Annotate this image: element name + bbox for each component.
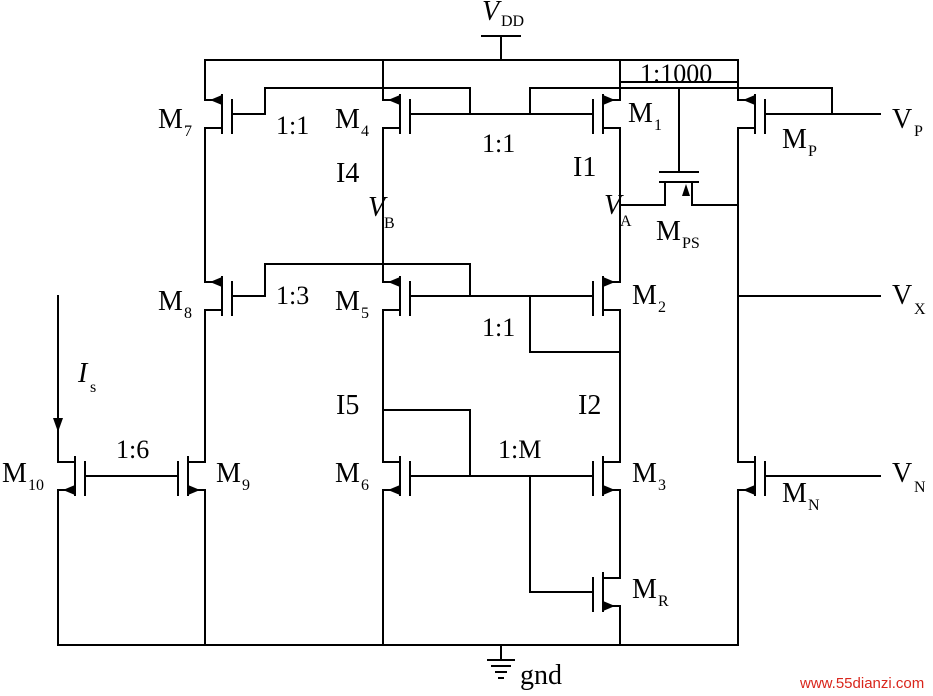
vdd-sub: DD [501,13,524,30]
column-wires [57,59,739,646]
node-vx-sub: X [914,301,926,318]
ratio-m5-m2: 1:1 [482,313,515,342]
transistor-mn [737,456,766,496]
m8-label: M [158,286,183,317]
transistor-m9 [177,456,206,496]
watermark: www.55dianzi.com [799,675,924,692]
transistor-m2 [592,276,621,316]
mps-label: M [656,216,681,247]
current-i2: I2 [578,390,601,421]
ratio-m1-mp: 1:1000 [640,59,712,88]
transistor-m3 [592,456,621,496]
ratio-m7-m4: 1:1 [276,111,309,140]
m1-sub: 1 [654,117,662,134]
node-vb: V [368,192,388,223]
vdd-supply [204,35,739,83]
node-vb-sub: B [384,215,395,232]
node-va: V [604,190,624,221]
node-vx: V [892,280,912,311]
transistor-mr [592,572,621,612]
vdd-label: V [482,0,502,27]
ratio-m6-m3: 1:M [498,435,541,464]
gate-wires [53,87,881,593]
transistor-m4 [382,94,411,134]
mps-sub: PS [682,235,700,252]
ground-rail [57,644,739,679]
m9-label: M [216,458,241,489]
ratio-m10-m9: 1:6 [116,435,149,464]
m6-label: M [335,458,360,489]
transistor-mps [619,87,739,206]
m4-sub: 4 [361,123,369,140]
m10-label: M [2,458,27,489]
m7-sub: 7 [184,123,192,140]
current-i5: I5 [336,390,359,421]
m8-sub: 8 [184,305,192,322]
node-vn-sub: N [914,479,926,496]
m1-label: M [628,98,653,129]
transistor-m8 [204,276,233,316]
node-vp: V [892,104,912,135]
mr-label: M [632,574,657,605]
current-is-sub: s [90,379,96,396]
transistor-mp [737,94,766,134]
mn-sub: N [808,497,820,514]
transistor-m6 [382,456,411,496]
node-va-sub: A [620,213,632,230]
transistor-m7 [204,94,233,134]
mr-sub: R [658,593,669,610]
m3-label: M [632,458,657,489]
m2-label: M [632,280,657,311]
ratio-m4-m1: 1:1 [482,129,515,158]
transistor-m5 [382,276,411,316]
node-vp-sub: P [914,123,923,140]
m6-sub: 6 [361,477,369,494]
mn-label: M [782,478,807,509]
transistor-m1 [592,94,621,134]
ratio-m8-m5: 1:3 [276,281,309,310]
m5-label: M [335,286,360,317]
m5-sub: 5 [361,305,369,322]
transistor-m10 [57,456,86,496]
current-i4: I4 [336,158,359,189]
m9-sub: 9 [242,477,250,494]
current-i1: I1 [573,152,596,183]
mp-sub: P [808,143,817,160]
mp-label: M [782,124,807,155]
current-is: I [77,358,89,389]
m3-sub: 3 [658,477,666,494]
gnd-label: gnd [520,660,562,691]
m10-sub: 10 [28,477,44,494]
m4-label: M [335,104,360,135]
m2-sub: 2 [658,299,666,316]
node-vn: V [892,458,912,489]
m7-label: M [158,104,183,135]
